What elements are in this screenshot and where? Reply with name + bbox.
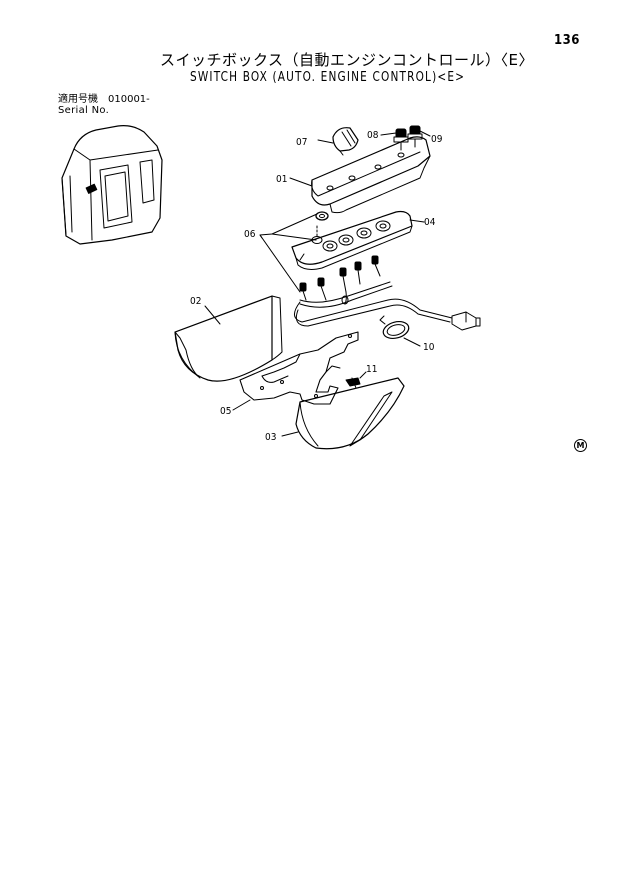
callout-06: 06 xyxy=(244,229,256,240)
part-01-cover-panel xyxy=(311,136,431,214)
title-english: SWITCH BOX (AUTO. ENGINE CONTROL)<E> xyxy=(190,70,466,85)
callout-08: 08 xyxy=(367,130,379,141)
part-04-switch-body xyxy=(291,210,413,270)
serial-label-english: Serial No. xyxy=(58,105,110,116)
title-japanese: スイッチボックス（自動エンジンコントロール）〈E〉 xyxy=(160,51,535,69)
part-06-lamp-parts xyxy=(311,211,329,244)
part-11-screw xyxy=(345,377,361,389)
part-10-clamp xyxy=(379,315,410,340)
callout-07: 07 xyxy=(296,137,307,148)
callout-11: 11 xyxy=(366,364,377,375)
marker-m-symbol: M xyxy=(574,439,587,452)
cab-locator-sketch xyxy=(61,125,163,245)
serial-value: 010001- xyxy=(108,94,150,105)
page-number: 136 xyxy=(554,33,580,48)
part-03-lower-cover xyxy=(295,377,405,450)
serial-label-japanese: 適用号機 xyxy=(58,94,98,105)
callout-01: 01 xyxy=(276,174,287,185)
switch-box-location-marker xyxy=(85,183,98,194)
callout-09: 09 xyxy=(431,134,443,145)
callout-02: 02 xyxy=(190,296,201,307)
callout-03: 03 xyxy=(265,432,276,443)
part-07-knob xyxy=(332,127,359,156)
harness-cable xyxy=(294,298,481,331)
callout-10: 10 xyxy=(423,342,435,353)
part-05-bracket xyxy=(239,331,359,405)
callout-04: 04 xyxy=(424,217,436,228)
harness-bulbs xyxy=(299,255,393,308)
callout-05: 05 xyxy=(220,406,231,417)
serial-block: 適用号機 010001- Serial No. xyxy=(58,94,150,116)
part-02-cover xyxy=(174,295,283,382)
